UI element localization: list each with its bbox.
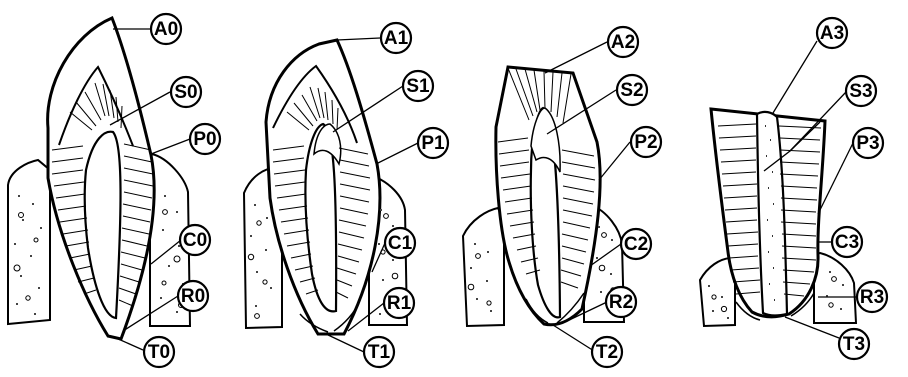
stage-1: A1 S1 P1 C1 R1 T1 [244,23,448,367]
label-t0: T0 [144,337,174,367]
svg-text:A1: A1 [384,28,409,49]
label-s3: S3 [846,76,876,106]
label-s0: S0 [171,77,201,107]
label-a3: A3 [817,18,847,48]
bone-right-3 [814,253,856,323]
svg-text:R0: R0 [181,286,205,307]
label-p0: P0 [190,124,220,154]
label-r3: R3 [857,282,887,312]
stage-0: A0 S0 P0 C0 R0 T0 [8,14,220,367]
svg-text:C1: C1 [388,233,413,254]
label-t2: T2 [592,337,622,367]
label-s2: S2 [617,75,647,105]
label-p2: P2 [631,127,661,157]
svg-text:C3: C3 [835,232,859,253]
svg-text:S2: S2 [620,80,643,101]
svg-text:T0: T0 [148,342,170,363]
svg-text:S0: S0 [174,82,197,103]
svg-text:P0: P0 [193,129,216,150]
label-t3: T3 [839,329,869,359]
label-s1: S1 [403,71,433,101]
label-a1: A1 [381,23,411,53]
label-p3: P3 [853,128,883,158]
label-c0: C0 [180,225,210,255]
label-r0: R0 [178,281,208,311]
svg-text:R2: R2 [609,292,633,313]
label-c3: C3 [832,227,862,257]
label-c1: C1 [385,228,415,258]
svg-text:R1: R1 [387,293,412,314]
label-r1: R1 [384,288,414,318]
label-r2: R2 [606,287,636,317]
svg-text:A3: A3 [820,23,844,44]
label-p1: P1 [418,128,448,158]
label-c2: C2 [621,229,651,259]
bone-left-2 [463,208,504,326]
svg-text:T3: T3 [843,334,865,355]
label-t1: T1 [364,337,394,367]
svg-text:S1: S1 [406,76,430,97]
svg-text:R3: R3 [860,287,884,308]
svg-text:T2: T2 [596,342,618,363]
svg-text:P3: P3 [856,133,879,154]
svg-text:P1: P1 [421,133,445,154]
stage-2: A2 S2 P2 C2 R2 T2 [463,27,661,367]
svg-text:P2: P2 [634,132,657,153]
svg-text:A2: A2 [611,32,635,53]
stage-3: A3 S3 P3 C3 R3 T3 [700,18,887,359]
svg-text:A0: A0 [154,19,178,40]
label-a0: A0 [151,14,181,44]
svg-text:T1: T1 [368,342,391,363]
label-a2: A2 [608,27,638,57]
svg-text:C2: C2 [624,234,648,255]
svg-text:S3: S3 [849,81,872,102]
svg-text:C0: C0 [183,230,207,251]
